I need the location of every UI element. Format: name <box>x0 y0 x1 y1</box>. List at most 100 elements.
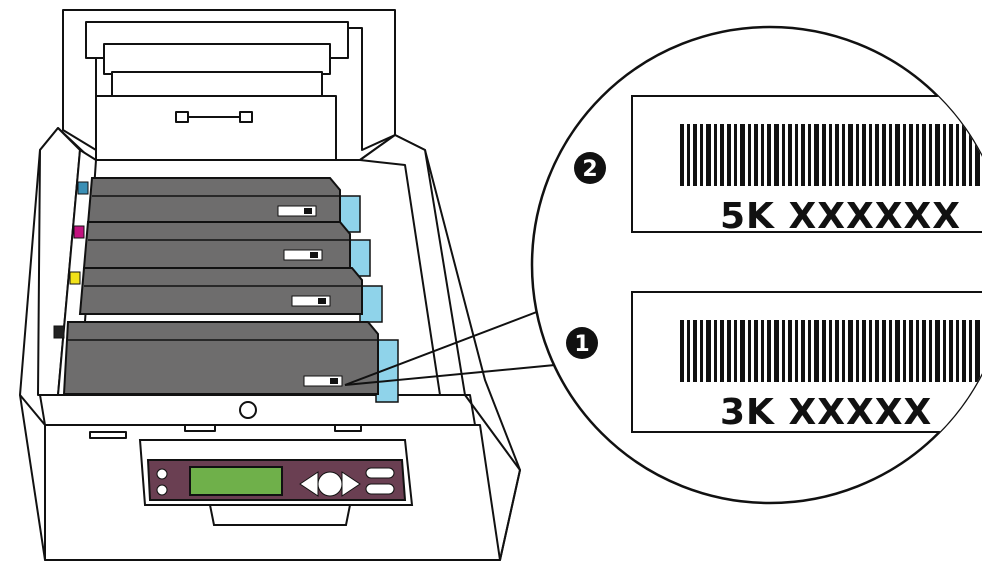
barcode-bar <box>720 124 724 186</box>
barcode-bar <box>814 124 819 186</box>
control-panel <box>138 439 414 526</box>
panel-cancel-button[interactable] <box>365 483 395 495</box>
cartridge-body-magenta <box>82 221 351 269</box>
barcode-bar <box>848 124 853 186</box>
front-slot-2 <box>184 424 216 432</box>
barcode-bar <box>774 124 779 186</box>
barcode-bar <box>922 124 926 186</box>
barcode-bar <box>889 320 892 382</box>
magnifier: 5K XXXXXX 3K XXXXX 2 1 <box>530 25 982 505</box>
barcode-bar <box>680 124 684 186</box>
barcode-bar <box>720 320 724 382</box>
toner-cartridge-yellow[interactable] <box>69 267 383 323</box>
barcode-bar <box>801 320 805 382</box>
front-slot-1 <box>89 431 127 439</box>
cartridge-tab-cyan <box>77 181 89 195</box>
barcode-bar <box>875 124 879 186</box>
barcode-bar <box>975 320 980 382</box>
barcode-bar <box>835 124 839 186</box>
left-side-edge <box>19 394 46 426</box>
barcode-bar <box>687 320 690 382</box>
barcode-bar <box>869 124 872 186</box>
barcode-bar <box>909 320 913 382</box>
label-code-lower: 3K XXXXX <box>720 392 932 433</box>
barcode-bar <box>740 124 745 186</box>
barcode-bar <box>748 124 751 186</box>
cartridge-label-black <box>303 375 343 387</box>
barcode-bar <box>706 124 711 186</box>
barcode-bar <box>969 320 972 382</box>
cartridge-label-cyan <box>277 205 317 217</box>
barcode-bar <box>754 124 758 186</box>
barcode-bar <box>956 124 959 186</box>
barcode-bar <box>693 320 697 382</box>
barcode-bar <box>693 124 697 186</box>
barcode-upper <box>680 124 980 186</box>
barcode-bar <box>956 320 959 382</box>
panel-menu-button[interactable] <box>365 467 395 479</box>
callout-line-upper <box>344 304 556 386</box>
front-slot-3 <box>334 424 362 432</box>
cartridge-tab-magenta <box>73 225 85 239</box>
marker-2: 2 <box>574 152 606 184</box>
barcode-bar <box>761 124 764 186</box>
label-code-upper: 5K XXXXXX <box>720 196 961 237</box>
barcode-bar <box>962 320 966 382</box>
barcode-bar <box>935 124 940 186</box>
barcode-bar <box>740 320 745 382</box>
barcode-bar <box>700 320 703 382</box>
barcode-bar <box>795 124 798 186</box>
barcode-bar <box>922 320 926 382</box>
barcode-bar <box>882 124 886 186</box>
barcode-bar <box>822 124 826 186</box>
barcode-bar <box>822 320 826 382</box>
barcode-bar <box>734 320 737 382</box>
barcode-bar <box>782 320 785 382</box>
lid-window <box>95 95 337 163</box>
barcode-bar <box>909 124 913 186</box>
barcode-bar <box>903 124 906 186</box>
toner-cartridge-black[interactable] <box>53 321 399 403</box>
barcode-bar <box>862 124 866 186</box>
marker-1-number: 1 <box>574 332 589 357</box>
barcode-bar <box>748 320 751 382</box>
cartridge-label-magenta <box>283 249 323 261</box>
barcode-bar <box>949 320 953 382</box>
barcode-bar <box>949 124 953 186</box>
cartridge-label-mark-cyan <box>304 208 312 214</box>
barcode-bar <box>862 320 866 382</box>
barcode-bar <box>842 124 845 186</box>
barcode-bar <box>916 124 919 186</box>
cartridge-tab-yellow <box>69 271 81 285</box>
cartridge-label-mark-black <box>330 378 338 384</box>
barcode-bar <box>734 124 737 186</box>
barcode-bar <box>829 124 832 186</box>
toner-cartridge-cyan[interactable] <box>77 177 361 233</box>
barcode-bar <box>706 320 711 382</box>
cartridge-tab-black <box>53 325 65 339</box>
barcode-bar <box>727 320 731 382</box>
barcode-bar <box>856 320 859 382</box>
barcode-bar <box>969 124 972 186</box>
marker-1: 1 <box>566 327 598 359</box>
barcode-bar <box>782 124 785 186</box>
barcode-bar <box>788 320 792 382</box>
cartridge-label-mark-magenta <box>310 252 318 258</box>
cartridge-label-yellow <box>291 295 331 307</box>
cartridge-clip-yellow[interactable] <box>359 285 383 323</box>
barcode-bar <box>808 320 811 382</box>
barcode-bar <box>916 320 919 382</box>
barcode-bar <box>895 124 900 186</box>
barcode-lower <box>680 320 980 382</box>
panel-forward-button[interactable] <box>341 471 361 497</box>
barcode-bar <box>829 320 832 382</box>
barcode-bar <box>761 320 764 382</box>
barcode-bar <box>929 124 932 186</box>
panel-ok-button[interactable] <box>317 471 343 497</box>
barcode-bar <box>935 320 940 382</box>
barcode-bar <box>767 320 771 382</box>
lcd-display <box>189 466 283 496</box>
barcode-bar <box>842 320 845 382</box>
panel-power-button[interactable] <box>156 484 168 496</box>
